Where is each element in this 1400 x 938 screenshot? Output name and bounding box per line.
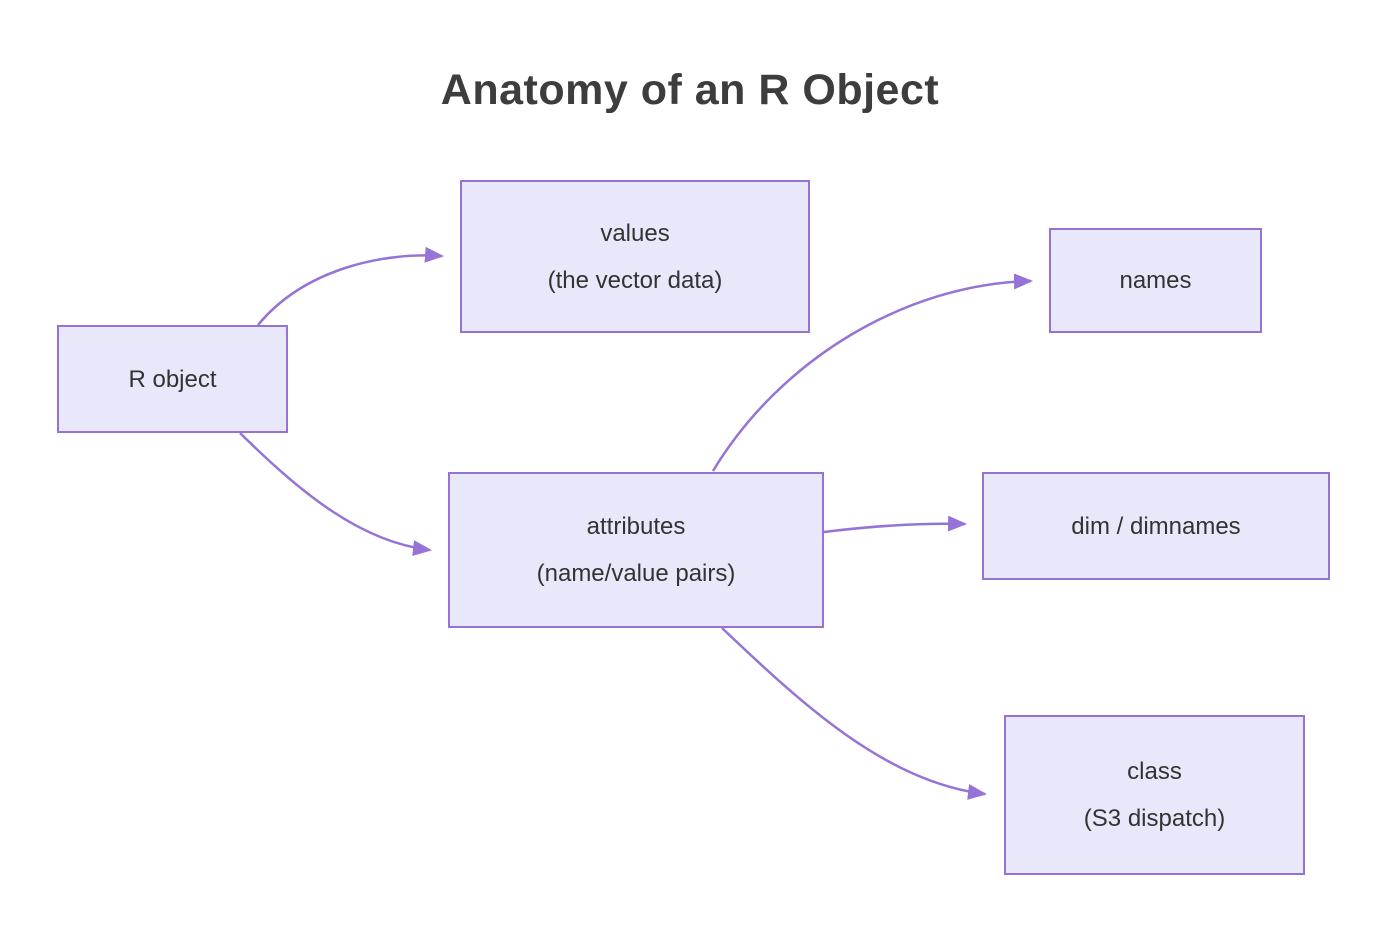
node-r-object-label: R object	[128, 365, 217, 393]
node-values: values (the vector data)	[460, 180, 810, 333]
node-values-label-line1: values	[600, 219, 670, 247]
node-class-label-line2: (S3 dispatch)	[1083, 805, 1226, 832]
edge-robject-values	[257, 246, 444, 326]
node-r-object: R object	[57, 325, 288, 433]
node-attributes-label-line1: attributes	[586, 513, 686, 540]
node-names: names	[1049, 228, 1262, 333]
node-dim-dimnames-label: dim / dimnames	[1071, 512, 1241, 540]
node-names-label: names	[1119, 267, 1192, 294]
node-dim-dimnames: dim / dimnames	[982, 472, 1330, 580]
edge-robject-attributes	[239, 432, 432, 557]
node-attributes: attributes (name/value pairs)	[448, 472, 824, 628]
node-values-label-line2: (the vector data)	[547, 266, 723, 294]
edge-attributes-dim	[823, 515, 967, 534]
node-attributes-label-line2: (name/value pairs)	[536, 560, 736, 587]
edge-attributes-class	[721, 627, 987, 800]
node-class: class (S3 dispatch)	[1004, 715, 1305, 875]
node-class-label-line1: class	[1127, 758, 1182, 785]
diagram-title: Anatomy of an R Object	[440, 66, 940, 114]
